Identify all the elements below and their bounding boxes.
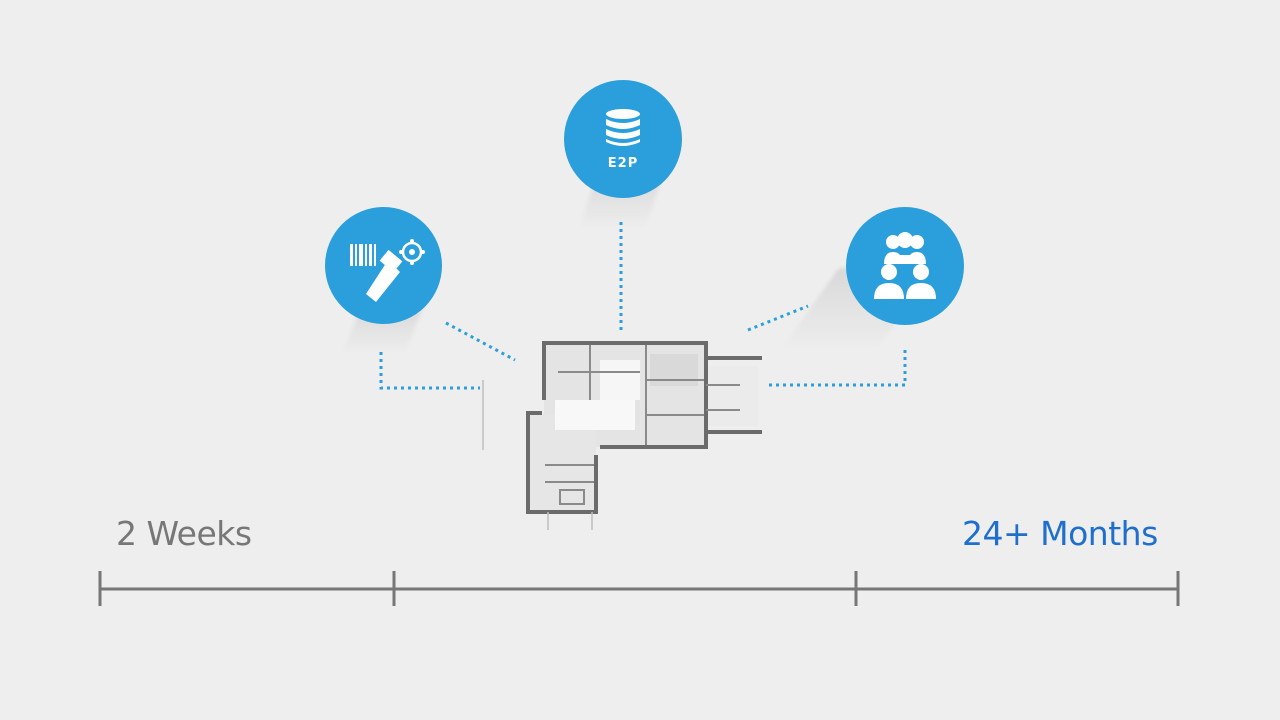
- erp-label: E2P: [607, 155, 639, 171]
- erp-pin[interactable]: E2P: [564, 80, 682, 198]
- timeline-end-label: 24+ Months: [962, 514, 1158, 553]
- connector-team-lower: [768, 350, 907, 387]
- timeline-axis: [98, 571, 1180, 606]
- scanner-pin[interactable]: [325, 207, 442, 324]
- database-icon: [606, 108, 640, 146]
- floor-plan-icon: [482, 341, 762, 530]
- connector-scanner-lower: [379, 352, 480, 390]
- team-pin[interactable]: [846, 207, 964, 325]
- connector-lines: [379, 222, 907, 390]
- connector-scanner-upper: [445, 321, 516, 362]
- barcode-scanner-icon: [349, 238, 425, 302]
- timeline-start-label: 2 Weeks: [116, 514, 252, 553]
- users-group-icon: [874, 232, 936, 299]
